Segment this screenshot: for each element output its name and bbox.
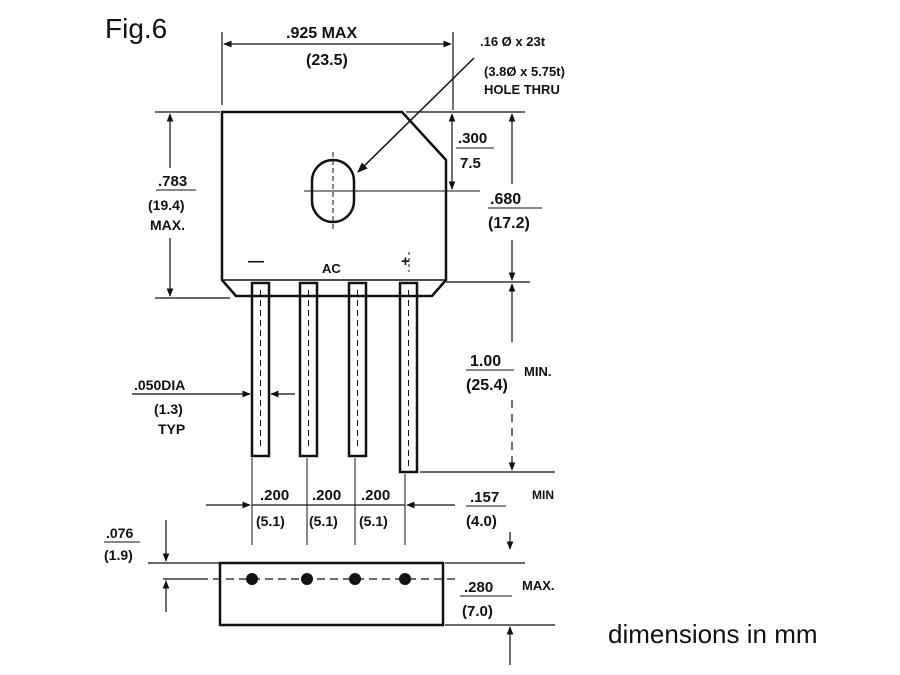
dim-lead-dia-suffix: TYP [158, 421, 185, 437]
hole-note: HOLE THRU [484, 82, 560, 97]
dim-lead-inset-mm: (1.9) [104, 547, 133, 563]
lead-1 [250, 281, 271, 458]
dim-hole-offset-inch: .300 [458, 130, 487, 147]
lead-3 [347, 281, 368, 458]
dim-body-height-mm: (19.4) [148, 197, 185, 213]
dim-end-lead-inch: .157 [470, 489, 499, 506]
dim-hole-base-inch: .680 [490, 191, 521, 208]
hole-size-inch: .16 Ø x 23t [480, 34, 546, 49]
package-body [220, 110, 448, 298]
dim-lead-dia-mm: (1.3) [154, 401, 183, 417]
dim-pitch-1-inch: .200 [260, 487, 289, 504]
dim-lead-inset-inch: .076 [106, 525, 133, 541]
dim-overall-width-inch: .925 MAX [286, 25, 357, 42]
dim-hole-offset-mm: 7.5 [460, 155, 481, 172]
lead-dot-3 [349, 573, 361, 585]
dim-hole-base-mm: (17.2) [488, 215, 530, 232]
dimensions-unit-note: dimensions in mm [608, 619, 818, 649]
dim-body-height-suffix: MAX. [150, 217, 185, 233]
lead-dot-4 [399, 573, 411, 585]
dim-pitch-2-inch: .200 [312, 487, 341, 504]
dim-pitch-3-mm: (5.1) [359, 513, 388, 529]
dim-pitch-3-inch: .200 [361, 487, 390, 504]
dim-thickness-inch: .280 [464, 579, 493, 596]
dim-lead-length-inch: 1.00 [470, 353, 501, 370]
pin-label-ac: AC [322, 261, 341, 276]
lead-2 [298, 281, 319, 458]
dim-pitch-1-mm: (5.1) [256, 513, 285, 529]
hole-size-mm: (3.8Ø x 5.75t) [484, 64, 565, 79]
hole-leader-arrow [357, 57, 475, 173]
figure-label: Fig.6 [105, 13, 167, 44]
dim-thickness-mm: (7.0) [462, 603, 493, 620]
pin-label-minus: — [248, 253, 264, 270]
dim-end-lead-mm: (4.0) [466, 513, 497, 530]
dim-pitch-2-mm: (5.1) [309, 513, 338, 529]
lead-dot-2 [301, 573, 313, 585]
dim-lead-length-mm: (25.4) [466, 377, 508, 394]
dim-end-lead-suffix: MIN [532, 488, 554, 502]
package-side-view [218, 561, 445, 627]
dim-overall-width-mm: (23.5) [306, 52, 348, 69]
dim-body-height-inch: .783 [158, 173, 187, 190]
pin-label-plus: + [401, 253, 410, 270]
dim-lead-dia-inch: .050DIA [134, 377, 185, 393]
lead-dot-1 [246, 573, 258, 585]
lead-4 [398, 281, 419, 474]
dim-thickness-suffix: MAX. [522, 578, 555, 593]
dim-lead-length-suffix: MIN. [524, 364, 551, 379]
